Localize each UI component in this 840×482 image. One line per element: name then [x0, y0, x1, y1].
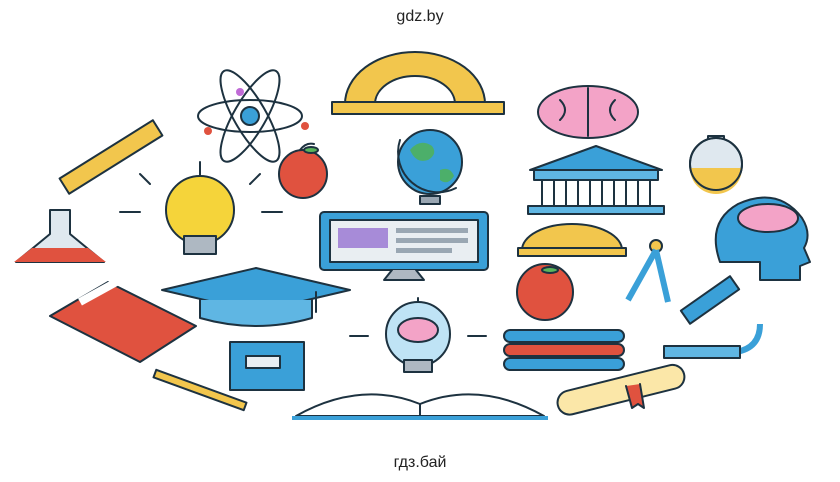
notebook-icon: [229, 341, 305, 391]
diploma-scroll-icon: [556, 363, 686, 416]
graduation-cap-icon: [161, 267, 351, 327]
apple-icon: [516, 263, 574, 321]
microscope-icon: [663, 275, 763, 359]
ruler-icon: [58, 119, 164, 195]
pencil-icon: [152, 368, 248, 412]
book-icon: [49, 276, 197, 363]
apple-icon: [278, 142, 328, 199]
watermark-bottom: гдз.бай: [393, 454, 447, 471]
watermark-top: gdz.by: [396, 8, 444, 25]
light-bulb-icon: [119, 161, 283, 255]
books-stack-icon: [503, 329, 625, 371]
computer-monitor-icon: [319, 211, 489, 281]
protractor-icon: [517, 223, 627, 257]
atom-icon: [197, 69, 309, 163]
bulb-brain-icon: [349, 297, 487, 373]
bank-building-icon: [527, 145, 665, 215]
compass-icon: [625, 239, 671, 303]
protractor-icon: [331, 51, 505, 115]
flask-icon: [689, 135, 743, 194]
head-brain-icon: [714, 196, 811, 281]
erlenmeyer-flask-icon: [14, 209, 106, 263]
brain-icon: [537, 85, 639, 139]
globe-icon: [397, 129, 463, 205]
open-book-icon: [292, 393, 548, 420]
